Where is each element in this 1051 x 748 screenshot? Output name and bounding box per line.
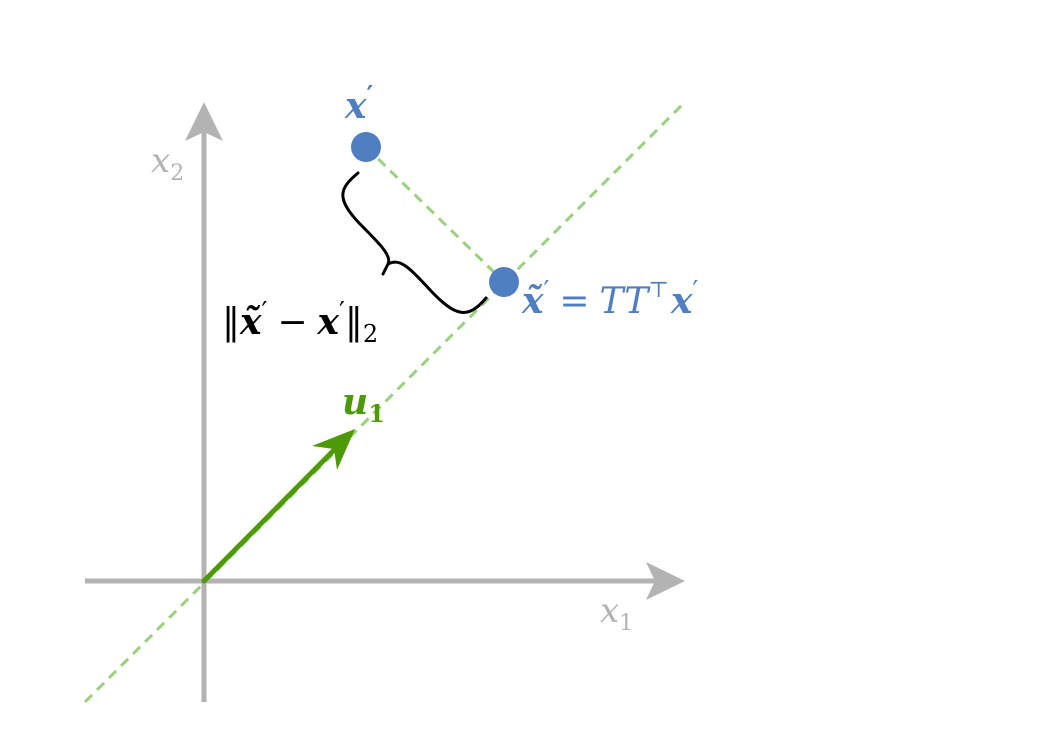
vector-u1-label: u1 xyxy=(342,381,385,428)
y-axis-arrowhead-icon xyxy=(185,102,223,141)
vector-u1-arrowhead-icon xyxy=(312,429,355,470)
y-axis-label: x2 xyxy=(151,141,184,186)
perpendicular-line xyxy=(364,145,506,284)
x-axis-label: x1 xyxy=(600,591,633,636)
x-axis-arrowhead-icon xyxy=(646,562,685,600)
point-x-prime xyxy=(351,132,381,162)
point-x-tilde-prime xyxy=(489,267,519,297)
principal-direction-line xyxy=(83,100,687,704)
point-x-prime-label: x′ xyxy=(344,81,373,127)
projection-equation-label: x̃′=TT⊤x′ xyxy=(521,276,698,322)
brace-tip xyxy=(381,262,390,276)
vector-u1-shaft xyxy=(201,443,341,584)
reconstruction-error-label: ‖x̃′−x′‖2 xyxy=(222,297,378,348)
